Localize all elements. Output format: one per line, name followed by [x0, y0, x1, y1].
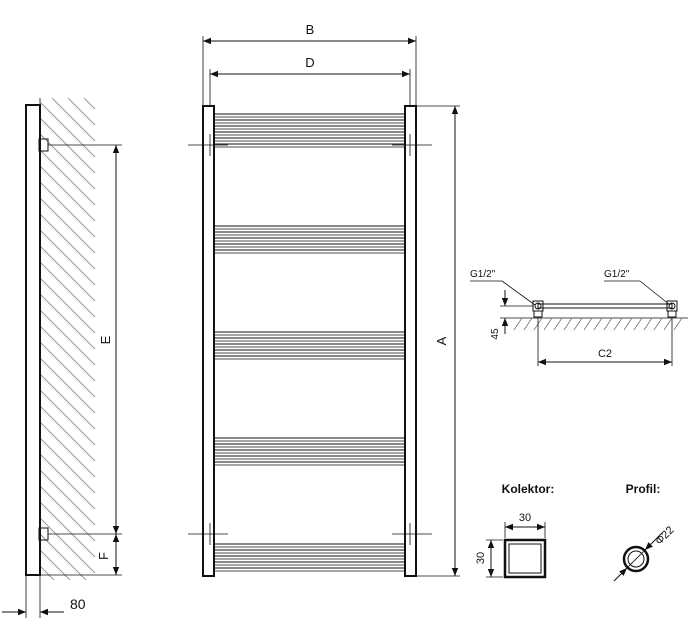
hatch-line: [39, 181, 96, 238]
conn-hatch-line: [613, 317, 623, 331]
kolektor-title: Kolektor:: [502, 482, 555, 496]
hatch-line: [39, 149, 96, 206]
hatch-line: [39, 517, 96, 574]
hatch-line: [39, 245, 96, 302]
dimension-d-label: D: [305, 55, 314, 70]
hatch-line: [39, 117, 96, 174]
dimension-b-label: B: [306, 22, 315, 37]
hatch-line: [39, 501, 96, 558]
profil-outer-circle: [622, 545, 650, 573]
hatch-line: [39, 469, 96, 526]
dimension-c2-label: C2: [598, 348, 612, 360]
dimension-a-label: A: [434, 336, 449, 345]
hatch-line: [39, 373, 96, 430]
hatch-pattern: [39, 97, 96, 581]
left-collector: [202, 105, 215, 577]
hatch-line: [39, 293, 96, 350]
hatch-line: [51, 97, 96, 142]
hatch-line: [39, 133, 96, 190]
kolektor-width-label: 30: [519, 512, 531, 524]
hatch-line: [39, 405, 96, 462]
conn-hatch-line: [643, 317, 653, 331]
side-radiator-body: [25, 104, 41, 576]
profil-diameter-arrow-in: [613, 567, 628, 582]
thread-left-leader: [501, 280, 536, 306]
hatch-line: [39, 453, 96, 510]
hatch-line: [39, 437, 96, 494]
hatch-line: [39, 389, 96, 446]
connection-view: G1/2" G1/2" 45 C2: [470, 269, 688, 366]
horizontal-rails: [214, 113, 405, 572]
side-view: E F 80: [2, 97, 122, 618]
conn-hatch-line: [543, 317, 553, 331]
conn-hatch-line: [593, 317, 603, 331]
kolektor-square-inner: [508, 543, 542, 574]
depth-label: 80: [70, 596, 86, 612]
kolektor-height-label: 30: [475, 552, 487, 564]
hatch-line: [39, 197, 96, 254]
conn-hatch-line: [653, 317, 663, 331]
thread-right-leader: [639, 280, 671, 306]
hatch-line: [39, 485, 96, 542]
hatch-line: [39, 261, 96, 318]
conn-hatch-line: [663, 317, 673, 331]
conn-hatch-line: [573, 317, 583, 331]
left-valve: [532, 300, 544, 318]
hatch-line: [39, 309, 96, 366]
conn-hatch-line: [623, 317, 633, 331]
dimension-e-label: E: [98, 335, 113, 344]
hatch-line: [39, 165, 96, 222]
right-collector: [404, 105, 417, 577]
hatch-line: [39, 421, 96, 478]
conn-hatch-line: [633, 317, 643, 331]
front-view: B D A: [188, 22, 460, 577]
hatch-line: [83, 97, 96, 110]
conn-hatch-line: [563, 317, 573, 331]
conn-hatch-line: [523, 317, 533, 331]
conn-hatch-line: [513, 317, 523, 331]
hatch-line: [67, 97, 96, 126]
hatch-line: [39, 565, 55, 581]
profil-diameter-arrow-out: [644, 532, 663, 551]
hatch-line: [39, 277, 96, 334]
connection-wall-hatch: [513, 317, 683, 331]
connection-bar: [537, 303, 673, 309]
kolektor-section: Kolektor: 30 30: [475, 482, 555, 579]
hatch-line: [39, 549, 71, 581]
dimension-f-label: F: [96, 552, 111, 560]
hatch-line: [39, 229, 96, 286]
hatch-line: [39, 213, 96, 270]
profil-diameter-label: Φ22: [653, 524, 676, 547]
hatch-line: [39, 341, 96, 398]
profil-inner-circle: [627, 550, 645, 568]
hatch-line: [39, 357, 96, 414]
wall-hatching: [39, 97, 96, 581]
thread-right-label: G1/2": [604, 269, 630, 280]
right-valve: [666, 300, 678, 318]
conn-hatch-line: [553, 317, 563, 331]
hatch-line: [39, 533, 87, 581]
profil-diameter-line: [626, 549, 646, 569]
conn-hatch-line: [673, 317, 683, 331]
profil-title: Profil:: [626, 482, 661, 496]
conn-hatch-line: [603, 317, 613, 331]
hatch-line: [39, 101, 96, 158]
profil-section: Profil: Φ22: [613, 482, 677, 582]
hatch-line: [39, 325, 96, 382]
offset-label: 45: [490, 328, 501, 340]
kolektor-square-outer: [503, 538, 547, 579]
conn-hatch-line: [583, 317, 593, 331]
thread-left-label: G1/2": [470, 269, 496, 280]
